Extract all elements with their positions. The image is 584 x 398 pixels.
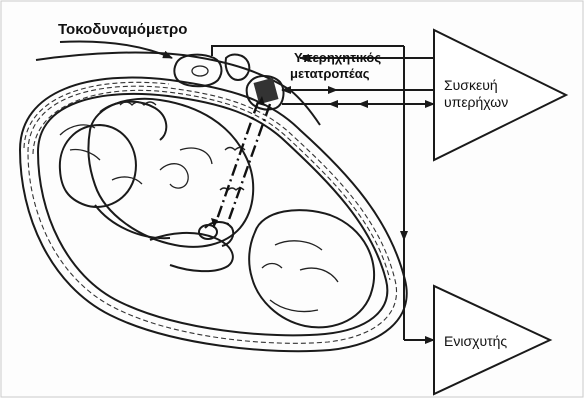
amplifier-label: Ενισχυτής: [444, 333, 507, 349]
abdominal-skin-line: [36, 53, 320, 125]
ultrasound-beams: [211, 96, 270, 228]
tocodynamometer-label: Τοκοδυναμόμετρο: [58, 21, 187, 38]
fetal-heart: [199, 225, 217, 239]
ultrasound-device-label-line2: υπερήχων: [444, 94, 508, 110]
fetus: [60, 99, 374, 328]
transducer-label-line1: Υπερηχητικός: [294, 50, 381, 65]
transducer-label-line2: μετατροπέας: [290, 66, 370, 81]
ultrasound-device-label-line1: Συσκευή: [444, 77, 498, 93]
